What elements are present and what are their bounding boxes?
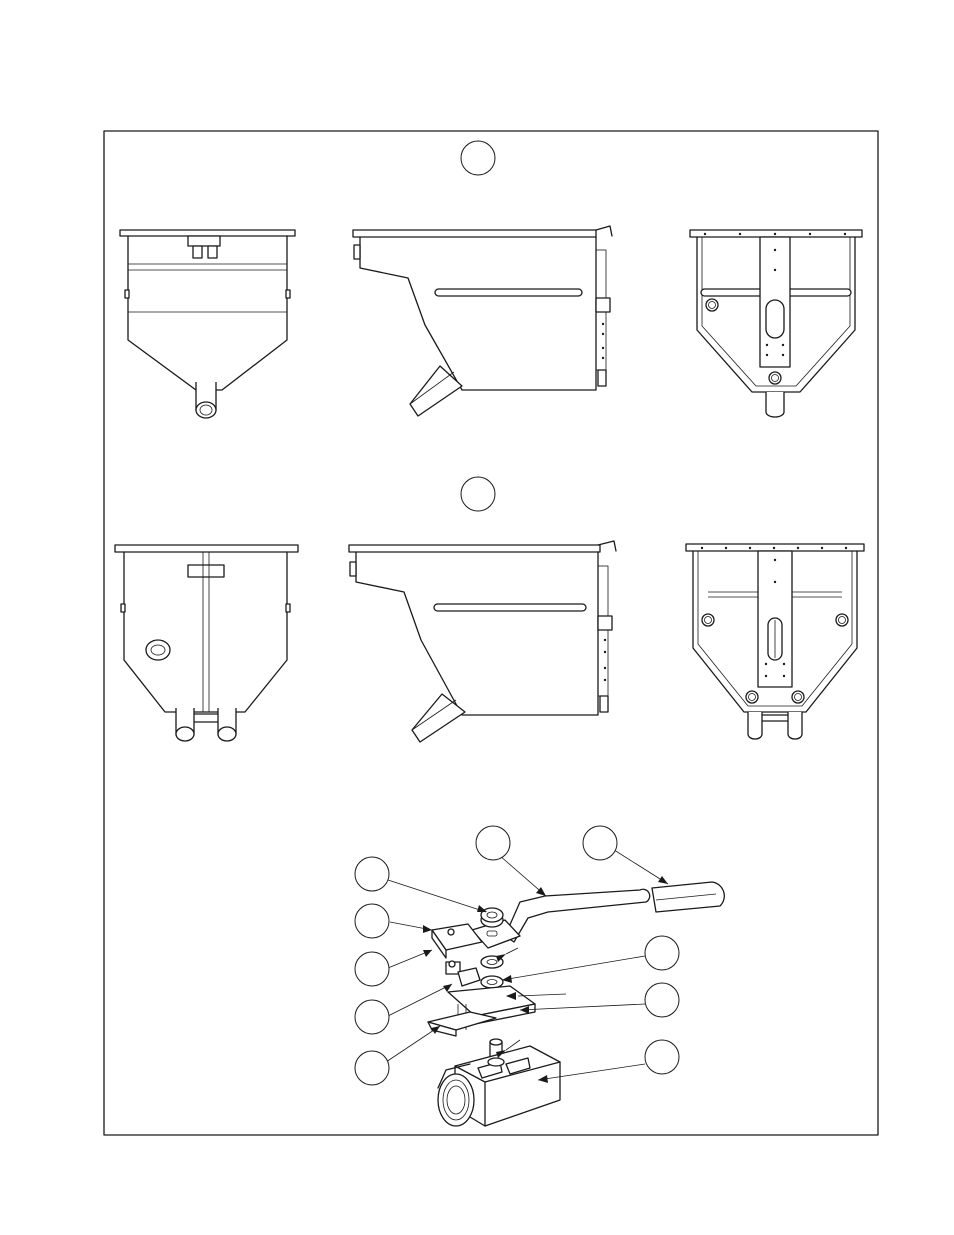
leader-lines bbox=[386, 848, 668, 1080]
callout-bubble bbox=[355, 952, 389, 986]
section-a-bubble bbox=[461, 141, 495, 175]
callout-bubble bbox=[476, 826, 510, 860]
lock-clip bbox=[446, 961, 480, 986]
section-a-side-view bbox=[353, 226, 612, 416]
callout-bubble bbox=[355, 904, 389, 938]
valve-body bbox=[438, 1046, 560, 1126]
section-b-rear-view bbox=[686, 544, 864, 739]
section-b-front-view bbox=[115, 545, 298, 741]
callout-bubbles bbox=[355, 826, 679, 1085]
section-b-side-view bbox=[349, 541, 616, 742]
section-a-rear-view bbox=[690, 230, 862, 417]
callout-bubble bbox=[645, 1040, 679, 1074]
callout-bubble bbox=[355, 857, 389, 891]
valve-handle bbox=[505, 889, 650, 942]
callout-bubble bbox=[583, 826, 617, 860]
section-a-front-view bbox=[120, 230, 295, 418]
ball-valve-exploded-view bbox=[355, 826, 724, 1126]
callout-bubble bbox=[355, 1051, 389, 1085]
callout-bubble bbox=[645, 936, 679, 970]
section-b-bubble bbox=[461, 477, 495, 511]
callout-bubble bbox=[645, 983, 679, 1017]
callout-bubble bbox=[355, 1000, 389, 1034]
